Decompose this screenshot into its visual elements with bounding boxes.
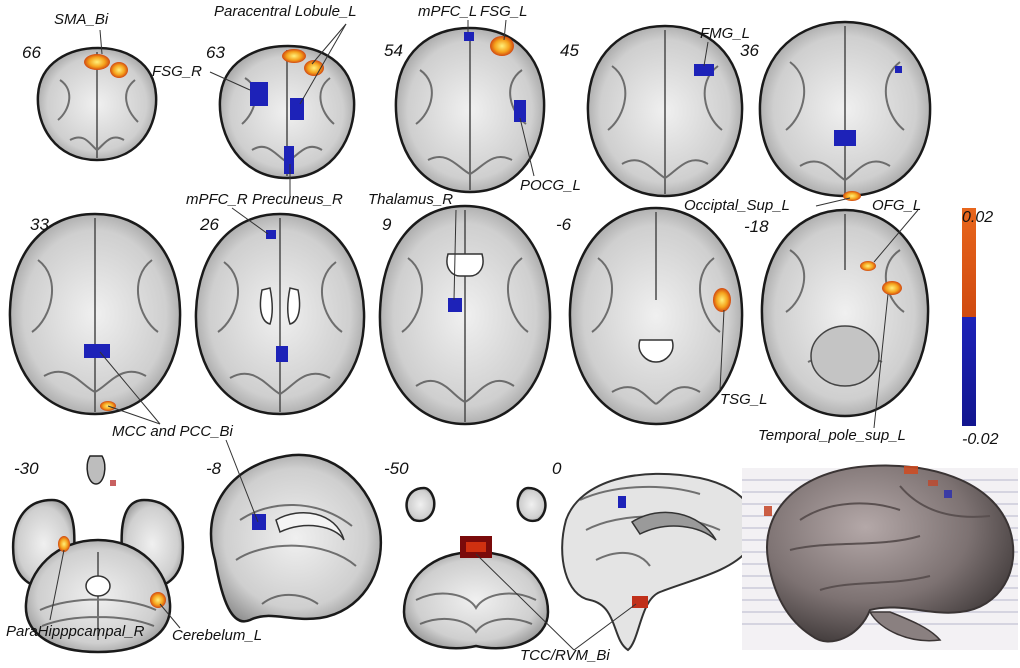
slice-x0	[561, 472, 757, 652]
region-label-cerebelum-l: Cerebelum_L	[172, 627, 262, 644]
slice-xm8	[209, 453, 383, 623]
colorbar-max-label: 0.02	[962, 209, 993, 226]
slice-z36	[758, 20, 932, 201]
slice-label-66: 66	[22, 43, 41, 62]
region-label-sma-bi: SMA_Bi	[54, 11, 109, 28]
region-label-pocg-l: POCG_L	[520, 177, 581, 194]
slice-label-54: 54	[384, 41, 403, 60]
slice-label-m30: -30	[14, 459, 39, 478]
slice-z66	[36, 46, 158, 162]
region-label-tsg-l: TSG_L	[720, 391, 768, 408]
region-label-tcc-rvm-bi: TCC/RVM_Bi	[520, 647, 610, 664]
region-label-mpfc-l: mPFC_L	[418, 3, 477, 20]
slice-z26	[194, 212, 366, 416]
region-label-fmg-l: FMG_L	[700, 25, 750, 42]
slice-label-m18: -18	[744, 217, 769, 236]
colorbar-min-label: -0.02	[962, 431, 999, 448]
region-label-thalamus-r: Thalamus_R	[368, 191, 453, 208]
region-label-paracentral-lobule-l: Paracentral Lobule_L	[214, 3, 357, 20]
slice-label-45: 45	[560, 41, 579, 60]
rendered-brain-3d	[742, 464, 1018, 650]
slice-label-m50: -50	[384, 459, 409, 478]
region-label-temporal-pole-sup-l: Temporal_pole_sup_L	[758, 427, 906, 444]
leader-lines	[49, 19, 919, 651]
region-label-ofg-l: OFG_L	[872, 197, 921, 214]
slice-zm18	[760, 208, 930, 418]
slice-z63	[218, 44, 356, 180]
slice-label-33: 33	[30, 215, 49, 234]
slice-z33	[8, 212, 182, 416]
slice-z54	[394, 26, 546, 194]
colorbar	[962, 208, 976, 426]
slice-label-m6: -6	[556, 215, 572, 234]
region-label-parahippocampal-r: ParaHipppcampal_R	[6, 623, 145, 640]
slice-label-m8: -8	[206, 459, 222, 478]
region-label-mpfc-r: mPFC_R	[186, 191, 248, 208]
region-label-precuneus-r: Precuneus_R	[252, 191, 343, 208]
slice-z45	[586, 24, 744, 198]
slice-z9	[378, 204, 552, 426]
slice-zm30	[11, 455, 185, 654]
slice-zm6	[568, 206, 744, 426]
slice-label-26: 26	[199, 215, 219, 234]
region-label-occiptal-sup-l: Occiptal_Sup_L	[684, 197, 790, 214]
slice-label-63: 63	[206, 43, 225, 62]
slice-label-36: 36	[740, 41, 759, 60]
region-label-mcc-pcc-bi: MCC and PCC_Bi	[112, 423, 234, 440]
slice-label-0: 0	[552, 459, 562, 478]
region-label-fsg-r: FSG_R	[152, 63, 202, 80]
slice-zm50	[402, 486, 550, 650]
region-label-fsg-l: FSG_L	[480, 3, 528, 20]
slice-label-9: 9	[382, 215, 392, 234]
